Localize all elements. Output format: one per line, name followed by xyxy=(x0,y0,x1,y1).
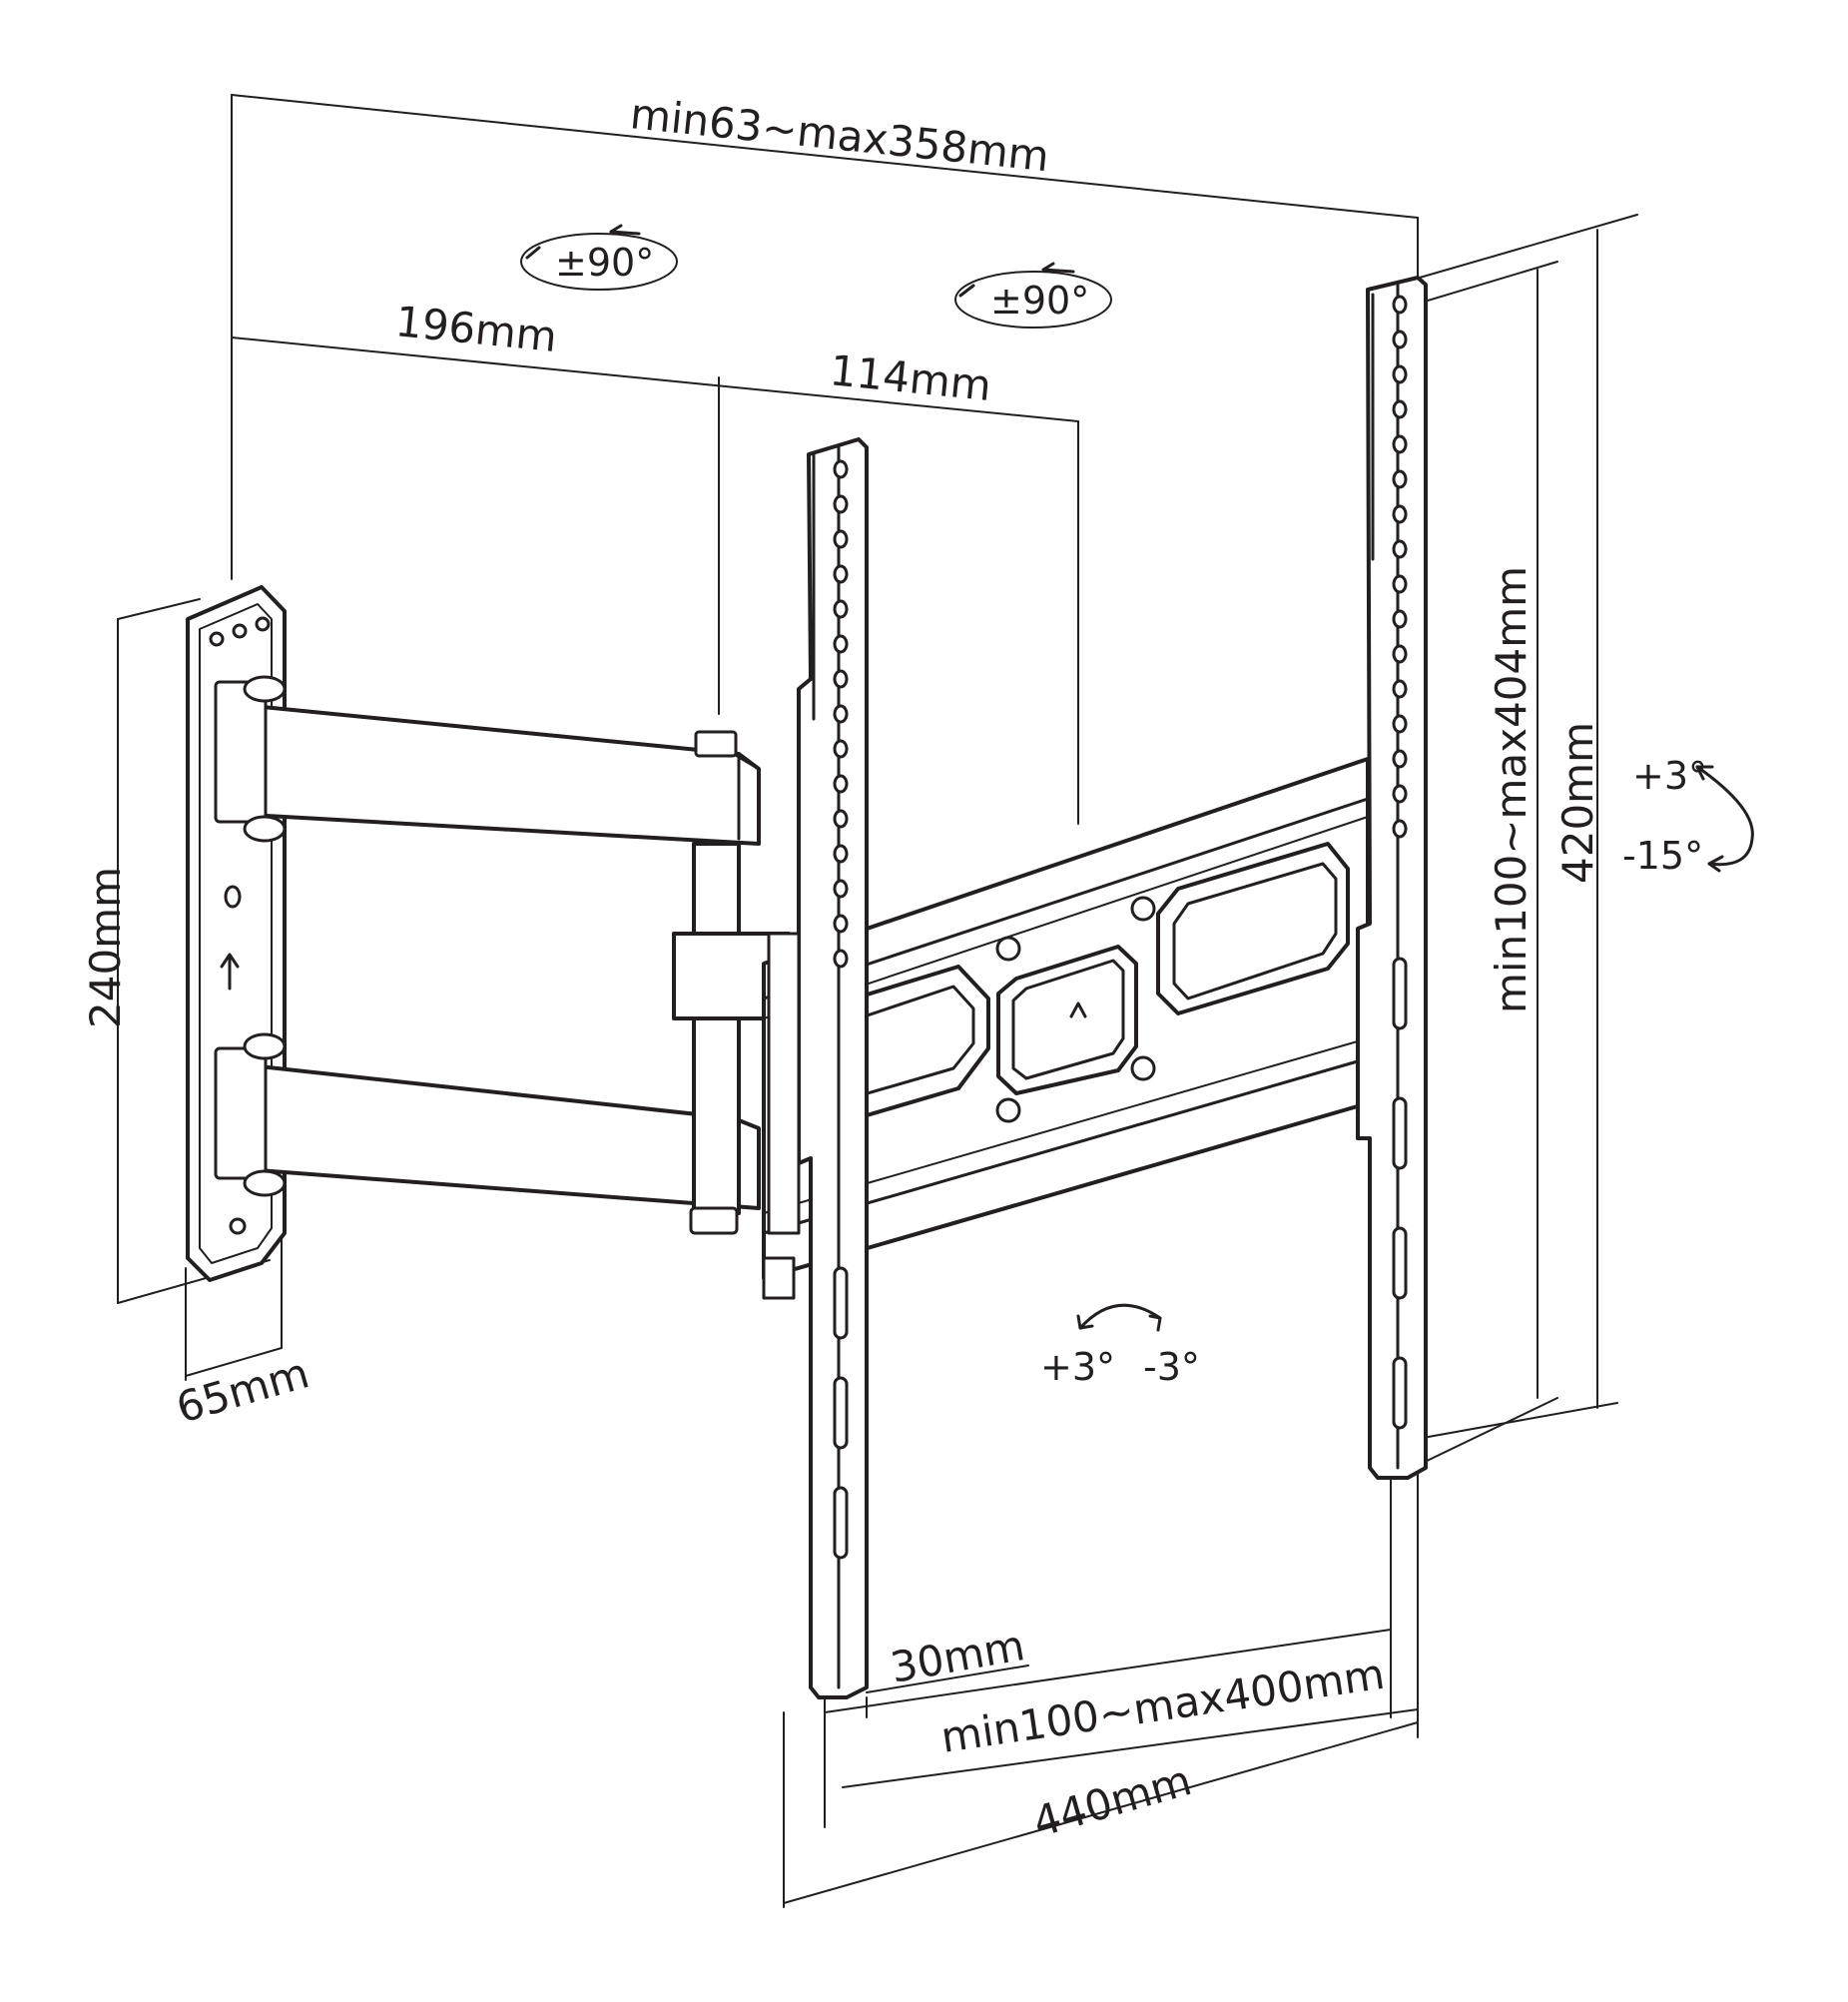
tilt-up-label: +3° xyxy=(1632,754,1707,798)
arrow-icon xyxy=(609,224,641,236)
arrow-icon xyxy=(1076,1314,1094,1330)
dimension-lines xyxy=(117,94,1638,1908)
profile-label: 30mm xyxy=(887,1621,1028,1692)
level-minus-label: -3° xyxy=(1143,1345,1200,1389)
angle-labels: ±90° ±90° +3° -15° +3° -3° xyxy=(555,241,1707,1389)
tilt-down-label: -15° xyxy=(1622,834,1703,878)
left-vertical-bracket xyxy=(762,437,869,1699)
arrow-icon xyxy=(525,246,541,260)
rotation-arrows xyxy=(520,224,1754,1332)
wall-plate-slot xyxy=(224,885,242,909)
right-vertical-bracket xyxy=(1356,276,1428,1480)
up-arrow-icon xyxy=(220,953,240,991)
swivel-1-ellipse-icon xyxy=(520,233,678,291)
arrow-icon xyxy=(1707,855,1724,873)
tilt-arc-icon xyxy=(1695,765,1754,867)
swivel-1-label: ±90° xyxy=(555,241,654,285)
arm-extension-label: min63~max358mm xyxy=(628,89,1051,181)
level-plus-label: +3° xyxy=(1040,1345,1115,1389)
arm-segment-1-label: 196mm xyxy=(393,297,559,361)
vertical-vesa-label: min100~max404mm xyxy=(1487,566,1536,1013)
arrow-icon xyxy=(958,284,975,298)
arm-segment-2-label: 114mm xyxy=(828,345,993,410)
plate-width-label: 65mm xyxy=(171,1348,314,1432)
swivel-2-label: ±90° xyxy=(990,279,1089,323)
level-arc-icon xyxy=(1078,1303,1162,1330)
overall-width-label: 440mm xyxy=(1027,1755,1196,1847)
arrow-icon xyxy=(1148,1314,1162,1332)
arrow-icon xyxy=(1695,765,1714,781)
up-arrow-icon xyxy=(1069,1001,1087,1018)
bracket-height-label: 420mm xyxy=(1553,722,1602,884)
plate-height-label: 240mm xyxy=(81,867,130,1028)
swing-arms xyxy=(214,675,791,1235)
bracket-holes xyxy=(1392,295,1408,1430)
bracket-holes xyxy=(833,459,849,1560)
swivel-2-ellipse-icon xyxy=(954,271,1112,329)
arrow-icon xyxy=(1041,262,1075,274)
